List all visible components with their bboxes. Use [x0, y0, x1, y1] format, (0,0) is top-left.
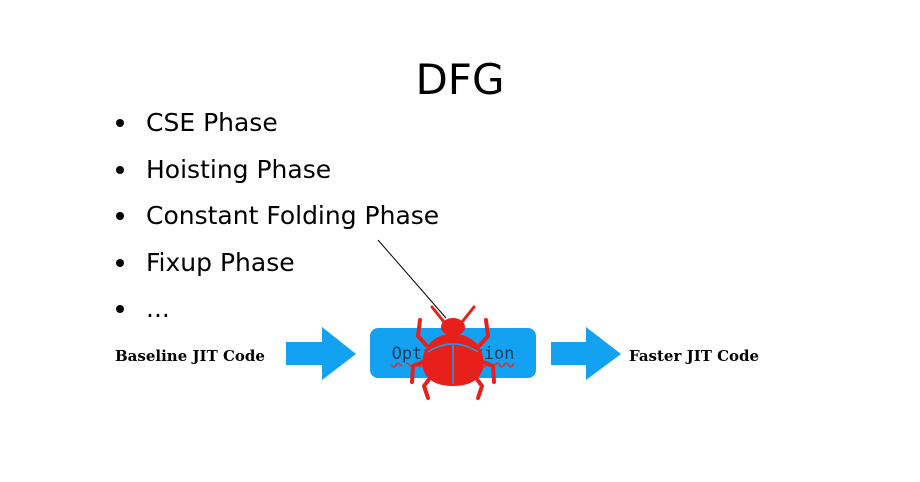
slide-title: DFG [415, 55, 505, 104]
output-label: Faster JIT Code [629, 347, 760, 365]
bullet-icon [116, 165, 124, 174]
bullet-icon [116, 258, 124, 267]
pointer-line [377, 239, 447, 319]
list-item: CSE Phase [112, 100, 439, 147]
bug-icon [410, 305, 496, 400]
list-item-label: CSE Phase [146, 108, 278, 137]
bullet-icon [116, 212, 124, 220]
list-item: Constant Folding Phase [112, 193, 439, 240]
list-item-label: Fixup Phase [146, 247, 295, 277]
list-item-label: Constant Folding Phase [146, 201, 440, 230]
input-label: Baseline JIT Code [115, 347, 265, 365]
list-item: Hoisting Phase [112, 147, 439, 194]
bullet-icon [116, 119, 124, 127]
right-arrow-icon [551, 327, 621, 380]
list-item-label: Hoisting Phase [146, 154, 332, 184]
phase-list: CSE Phase Hoisting Phase Constant Foldin… [112, 100, 439, 333]
list-item: ... [112, 286, 439, 333]
list-item-label: ... [146, 294, 170, 323]
right-arrow-icon [286, 327, 356, 380]
bullet-icon [116, 305, 124, 313]
list-item: Fixup Phase [112, 240, 439, 287]
